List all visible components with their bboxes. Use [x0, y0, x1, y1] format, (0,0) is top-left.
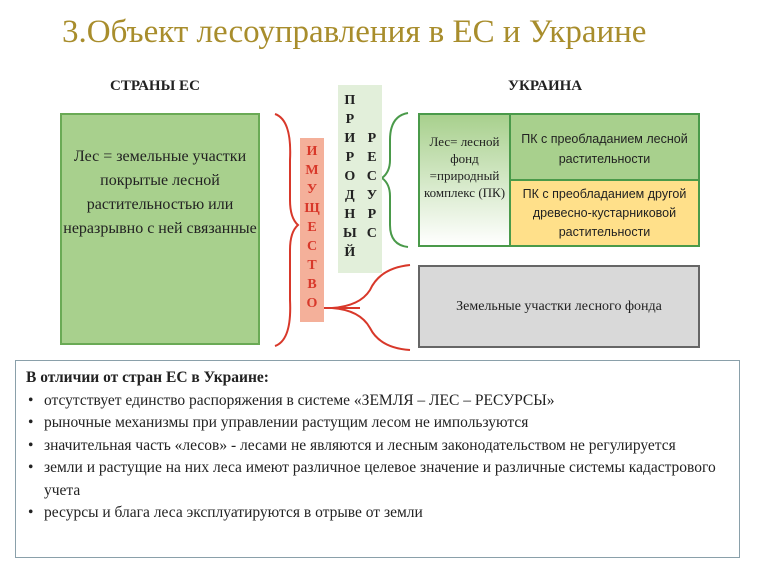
eu-definition-box: Лес = земельные участки покрытые лесной … — [60, 113, 260, 345]
ukraine-forest-table: Лес= лесной фонд =природный комплекс (ПК… — [418, 113, 700, 247]
list-item: рыночные механизмы при управлении растущ… — [28, 412, 729, 435]
differences-box: В отличии от стран ЕС в Украине: отсутст… — [15, 360, 740, 558]
ukraine-header: УКРАИНА — [508, 78, 583, 94]
braces — [274, 112, 411, 351]
list-item: земли и растущие на них леса имеют разли… — [28, 457, 729, 502]
differences-list: отсутствует единство распоряжения в сист… — [26, 390, 729, 525]
list-item: значительная часть «лесов» - лесами не я… — [28, 435, 729, 458]
eu-header: СТРАНЫ ЕС — [110, 78, 200, 94]
differences-heading: В отличии от стран ЕС в Украине: — [26, 369, 269, 386]
red-brace-left — [274, 113, 300, 347]
list-item: ресурсы и блага леса эксплуатируются в о… — [28, 502, 729, 525]
list-item: отсутствует единство распоряжения в сист… — [28, 390, 729, 413]
pk-other-cell: ПК с преобладанием другой древесно-куста… — [511, 181, 698, 245]
green-brace — [380, 112, 409, 248]
pk-forest-cell: ПК с преобладанием лесной растительности — [511, 115, 698, 181]
forest-land-text: Земельные участки лесного фонда — [456, 298, 662, 314]
forest-land-box: Земельные участки лесного фонда — [418, 265, 700, 348]
slide-title: 3.Объект лесоуправления в ЕС и Украине — [62, 14, 647, 50]
forest-definition: Лес= лесной фонд =природный комплекс (ПК… — [420, 115, 511, 245]
eu-definition: Лес = земельные участки покрытые лесной … — [63, 148, 257, 237]
